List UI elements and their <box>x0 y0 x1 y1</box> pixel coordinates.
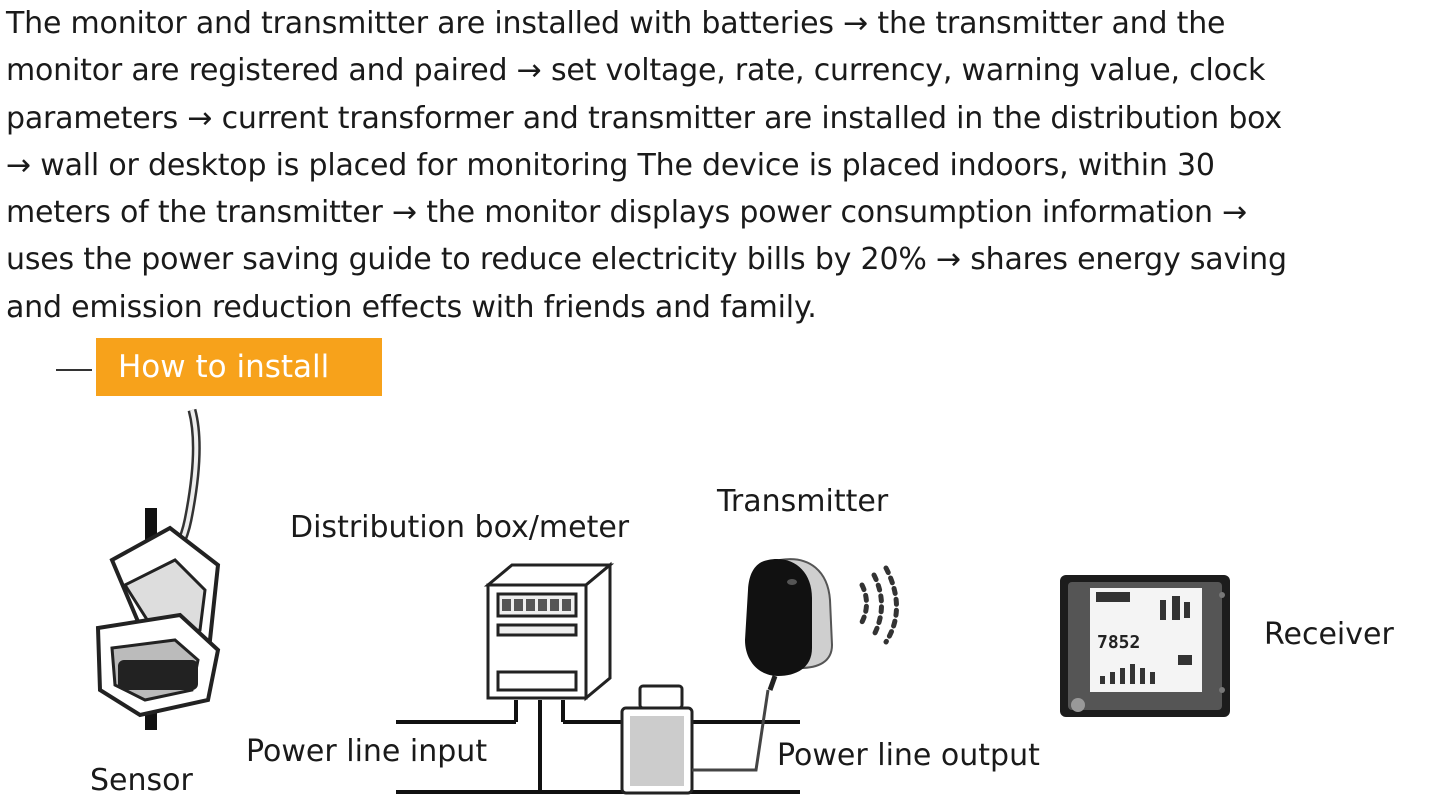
meter-illustration <box>483 561 615 702</box>
receiver-screen-reading: 7852 <box>1097 632 1140 653</box>
transmitter-illustration <box>745 558 834 691</box>
wireless-signal-icon <box>859 565 899 645</box>
sensor-clamp-illustration <box>95 408 221 730</box>
receiver-label: Receiver <box>1264 617 1394 652</box>
how-to-install-badge: How to install <box>96 338 382 396</box>
power-line-input-label: Power line input <box>246 734 488 769</box>
intro-paragraph: The monitor and transmitter are installe… <box>6 6 1287 325</box>
power-line-output-label: Power line output <box>777 738 1040 773</box>
installation-diagram: 7852 <box>95 408 1230 795</box>
power-lines <box>396 700 800 794</box>
output-clamp-illustration <box>620 684 694 795</box>
receiver-illustration: 7852 <box>1060 575 1230 717</box>
sensor-label: Sensor <box>90 763 193 798</box>
sensor-cable <box>692 689 770 772</box>
transmitter-label: Transmitter <box>717 484 889 519</box>
section-rule <box>56 369 92 371</box>
distribution-box-label: Distribution box/meter <box>290 510 630 545</box>
